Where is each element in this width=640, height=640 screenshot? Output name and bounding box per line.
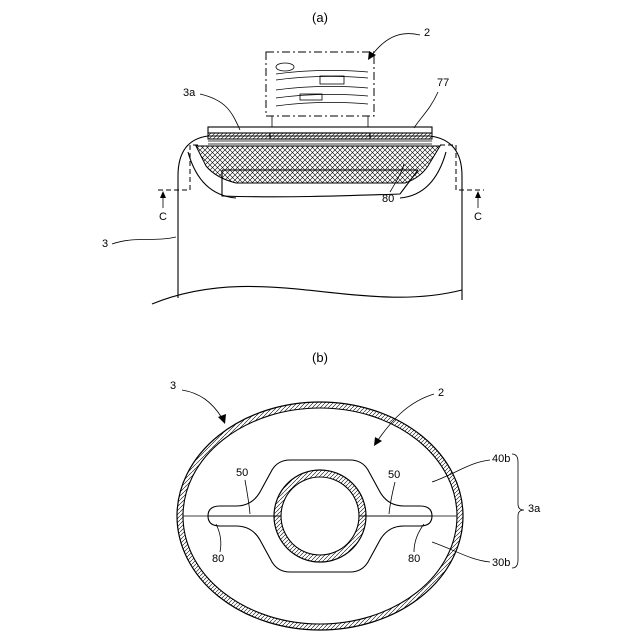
- svg-text:2: 2: [438, 387, 444, 399]
- svg-text:50: 50: [388, 469, 400, 481]
- label-cap-2: 2: [368, 27, 430, 60]
- section-marker-right: C: [474, 191, 482, 223]
- spout-ring: [274, 470, 366, 562]
- svg-text:40b: 40b: [492, 453, 510, 465]
- svg-text:80: 80: [408, 553, 420, 565]
- section-marker-left: C: [159, 191, 167, 223]
- svg-text:77: 77: [437, 77, 449, 89]
- spout-flange-3a: [208, 127, 432, 144]
- label-flange-group-3a: 3a: [512, 454, 541, 568]
- label-bag-3-b: 3: [170, 380, 226, 424]
- svg-text:3: 3: [102, 238, 108, 250]
- figure-b-caption: (b): [312, 350, 328, 365]
- svg-text:80: 80: [382, 193, 394, 205]
- cap-2: [266, 52, 374, 127]
- svg-text:2: 2: [424, 27, 430, 39]
- svg-text:3a: 3a: [183, 87, 196, 99]
- svg-text:30b: 30b: [492, 557, 510, 569]
- label-flange-3a: 3a: [183, 87, 240, 130]
- svg-text:3: 3: [170, 380, 176, 392]
- svg-text:C: C: [474, 211, 482, 223]
- figure-a-caption: (a): [312, 10, 328, 25]
- figure-a: (a) C C: [102, 10, 484, 304]
- svg-text:C: C: [159, 211, 167, 223]
- seal-region-80: [188, 146, 446, 198]
- figure-b: (b) 3 2 40b: [170, 350, 541, 630]
- label-sheet-77: 77: [414, 77, 449, 128]
- svg-text:80: 80: [212, 553, 224, 565]
- svg-text:3a: 3a: [528, 503, 541, 515]
- label-bag-3-a: 3: [102, 237, 176, 250]
- svg-text:50: 50: [236, 467, 248, 479]
